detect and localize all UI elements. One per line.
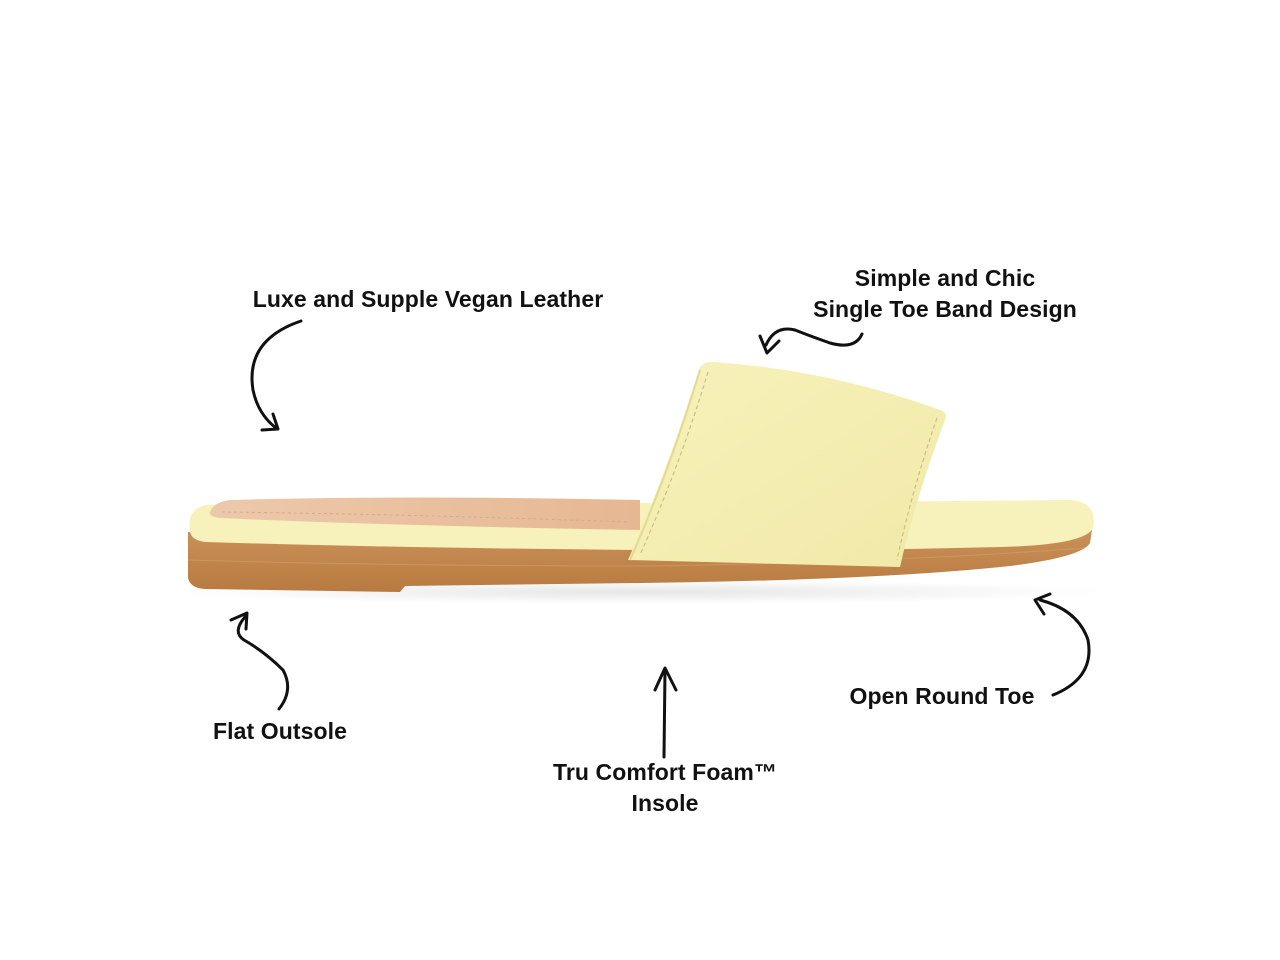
callout-insole: Tru Comfort Foam™ Insole: [552, 759, 778, 816]
callout-round-toe: Open Round Toe: [849, 683, 1035, 709]
insole: [209, 497, 640, 530]
arrow-round-toe-icon: [1038, 598, 1091, 697]
toe-band-strap: [628, 362, 946, 567]
arrow-insole-icon: [662, 668, 667, 759]
callout-vegan-leather: Luxe and Supple Vegan Leather: [252, 286, 604, 312]
callout-toe-band: Simple and Chic Single Toe Band Design: [813, 265, 1077, 322]
callout-flat-outsole: Flat Outsole: [212, 718, 348, 744]
arrow-toe-band-icon: [764, 327, 864, 347]
arrow-flat-outsole-icon: [236, 615, 290, 711]
arrow-vegan-leather-icon: [250, 319, 303, 430]
